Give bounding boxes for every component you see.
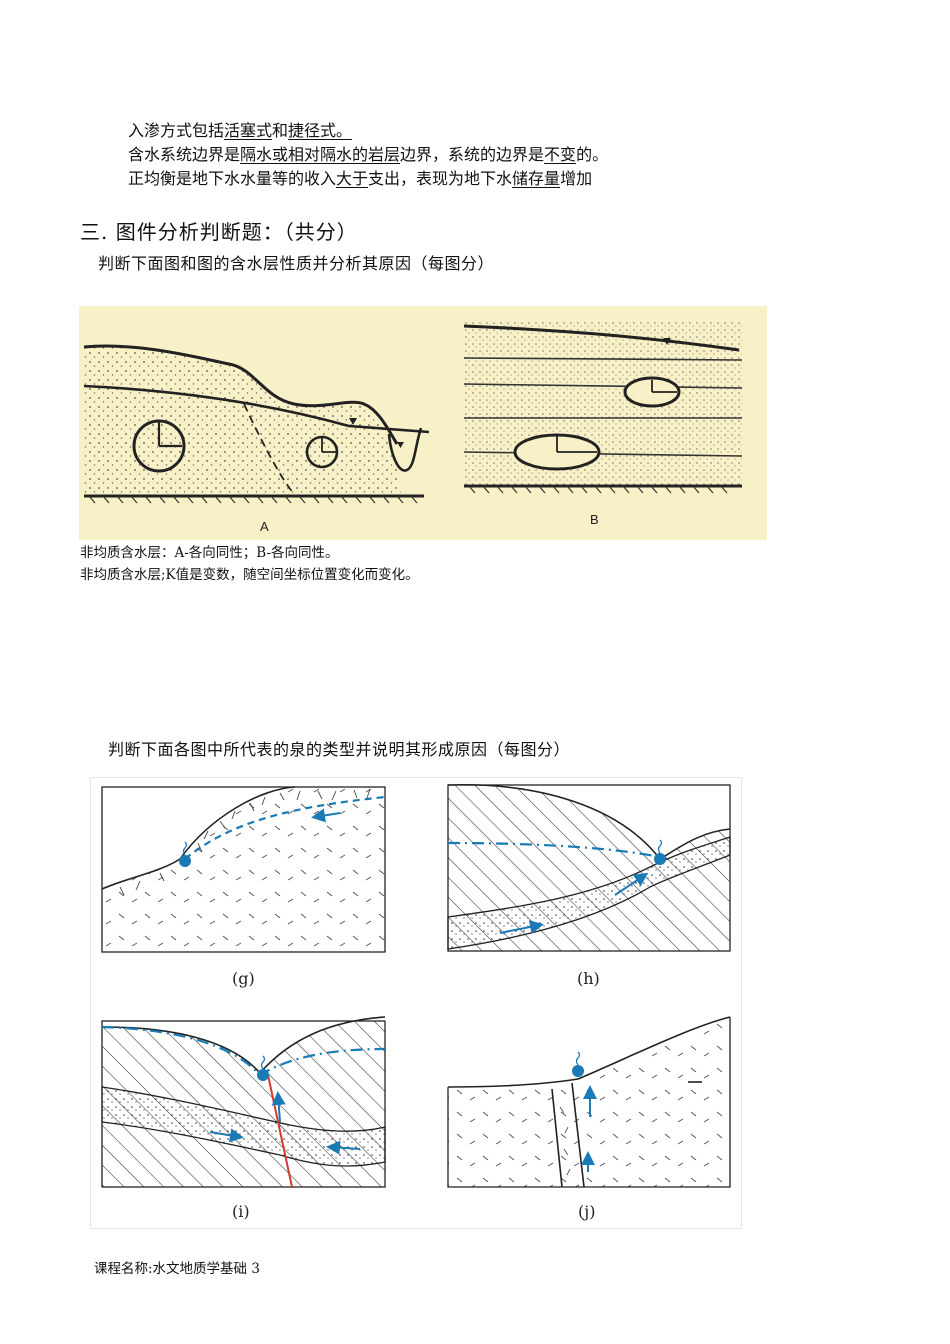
- spring-diagram-i: [101, 1016, 386, 1188]
- text-line-boundary: 含水系统边界是隔水或相对隔水的岩层边界，系统的边界是不变的。: [128, 145, 608, 165]
- text-answer: 不变: [544, 145, 577, 164]
- river-channel-a: [387, 427, 423, 472]
- text-line-infiltration: 入渗方式包括活塞式和捷径式。: [128, 121, 352, 141]
- spring-diagram-h: [447, 783, 731, 952]
- text-seg: 支出，表现为地下水: [368, 169, 513, 188]
- aquifer-figure: A B: [79, 306, 767, 540]
- footer-course-name: 课程名称:水文地质学基础 3: [94, 1261, 260, 1277]
- section-title: 三. 图件分析判断题：（共分）: [80, 220, 358, 244]
- text-answer: 隔水或相对隔水的岩层: [240, 145, 401, 164]
- text-seg: 含水系统边界是: [128, 145, 241, 164]
- text-seg: 和: [272, 121, 289, 140]
- water-table-b: [463, 324, 740, 352]
- caption-i: (i): [232, 1202, 250, 1221]
- layer-line-b4: [463, 451, 743, 457]
- water-level-marker-a: [349, 418, 357, 425]
- question-springs: 判断下面各图中所代表的泉的类型并说明其形成原因（每图分）: [108, 740, 571, 759]
- text-seg: 入渗方式包括: [128, 121, 225, 140]
- boundary-dashed-a: [243, 403, 295, 495]
- k-arrows-large-a: [157, 421, 182, 448]
- caption-j: (j): [578, 1202, 595, 1221]
- spring-diagram-g: [101, 786, 386, 953]
- caption-g: (g): [232, 969, 255, 988]
- layer-line-b2: [463, 383, 743, 389]
- text-answer: 大于: [336, 169, 369, 188]
- aquifer-b-fill: [464, 320, 742, 486]
- text-seg: 边界，系统的边界是: [400, 145, 545, 164]
- base-hatch-b: [468, 485, 728, 494]
- text-line-balance: 正均衡是地下水水量等的收入大于支出，表现为地下水储存量增加: [128, 169, 592, 189]
- ground-surface-a: [83, 344, 399, 445]
- k-arrows-small-a: [321, 438, 336, 453]
- water-level-marker-a2: [397, 442, 404, 448]
- springs-figure: (g) (h): [90, 777, 742, 1229]
- text-seg: 的。: [576, 145, 609, 164]
- layer-line-b1: [463, 357, 743, 361]
- text-seg: 增加: [560, 169, 593, 188]
- answer-line-1: 非均质含水层：A-各向同性；B-各向同性。: [80, 545, 339, 561]
- water-level-marker-b: [663, 338, 671, 345]
- water-table-a: [83, 384, 430, 434]
- aquifer-figure-svg: A B: [79, 306, 767, 540]
- aquifer-a-fill: [84, 346, 401, 496]
- spring-diagram-j: [447, 1016, 731, 1188]
- label-a: A: [260, 519, 269, 534]
- text-answer: 活塞式: [224, 121, 273, 140]
- answer-line-2: 非均质含水层;K值是变数，随空间坐标位置变化而变化。: [80, 567, 419, 583]
- caption-h: (h): [577, 969, 600, 988]
- base-hatch-a: [88, 495, 418, 504]
- label-b: B: [590, 512, 599, 527]
- question-aquifer: 判断下面图和图的含水层性质并分析其原因（每图分）: [98, 254, 495, 273]
- k-arrows-lower-b: [556, 436, 597, 453]
- text-seg: 正均衡是地下水水量等的收入: [128, 169, 337, 188]
- k-arrows-upper-b: [651, 380, 677, 393]
- springs-figure-svg: (g) (h): [90, 777, 742, 1229]
- text-answer: 储存量: [512, 169, 561, 188]
- k-ellipse-small-a: [305, 435, 339, 469]
- text-answer: 捷径式。: [288, 121, 353, 140]
